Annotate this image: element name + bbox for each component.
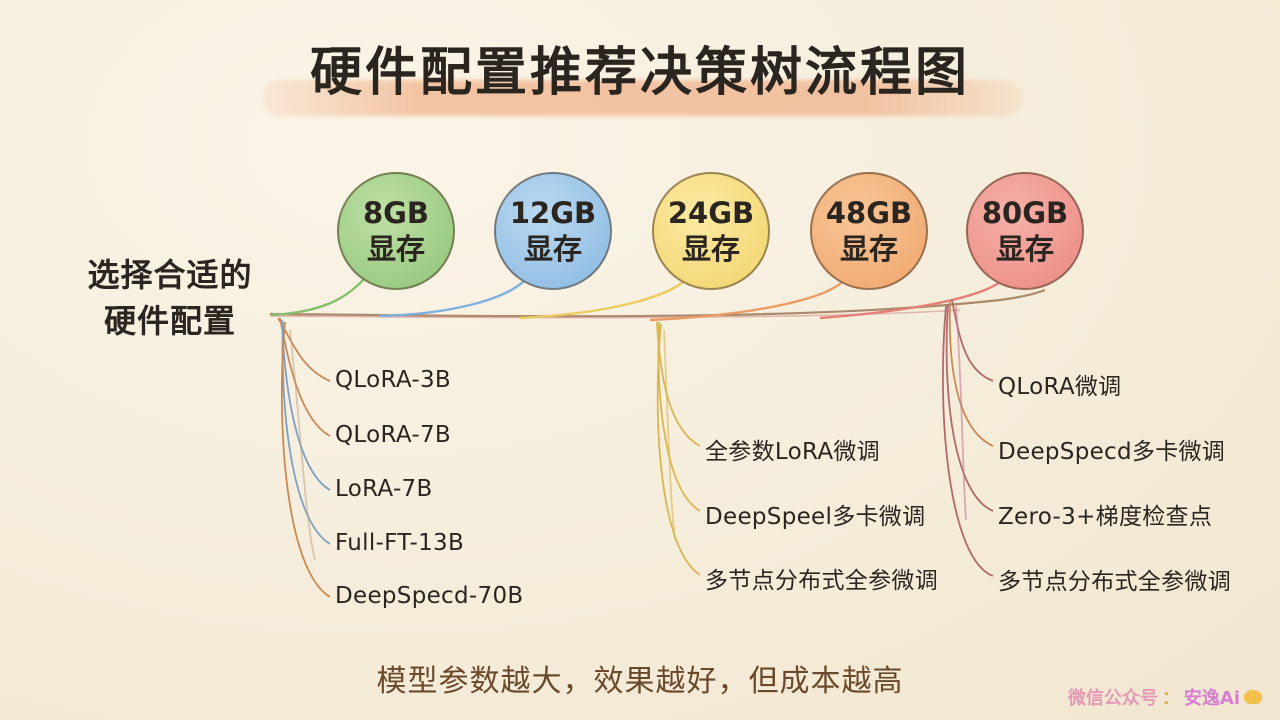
memory-size: 80GB <box>981 196 1069 230</box>
memory-size: 48GB <box>825 196 913 230</box>
leaf-deepspecd-multi-gpu: DeepSpecd多卡微调 <box>998 439 1226 465</box>
memory-node-48gb: 48GB 显存 <box>810 172 928 290</box>
page-title: 硬件配置推荐决策树流程图 <box>309 43 970 103</box>
leaf-full-ft-13b: Full-FT-13B <box>335 530 465 556</box>
memory-node-24gb: 24GB 显存 <box>652 172 770 290</box>
footer-note: 模型参数越大，效果越好，但成本越高 <box>376 664 904 699</box>
connector-80gb <box>819 281 1001 320</box>
memory-label: 显存 <box>995 232 1054 266</box>
leaf-full-lora: 全参数LoRA微调 <box>705 439 880 465</box>
title-highlight <box>262 80 1022 116</box>
connector-12gb <box>379 279 526 318</box>
connector-48gb <box>649 281 843 322</box>
memory-label: 显存 <box>523 232 582 266</box>
leaf-deepspeel-multi-gpu: DeepSpeel多卡微调 <box>705 504 926 530</box>
watermark-prefix: 微信公众号 <box>1067 688 1158 709</box>
memory-size: 12GB <box>509 196 597 230</box>
memory-size: 8GB <box>362 196 430 230</box>
duck-icon <box>1244 690 1262 704</box>
memory-label: 显存 <box>366 232 425 266</box>
watermark-separator: ： <box>1161 688 1180 709</box>
leaf-multi-node-full: 多节点分布式全参微调 <box>705 568 938 594</box>
watermark-brand: 安逸Ai <box>1183 688 1240 709</box>
root-label-line2: 硬件配置 <box>103 302 236 340</box>
connector-24gb <box>519 281 684 320</box>
leaf-qlora-3b: QLoRA-3B <box>335 367 451 393</box>
leaf-zero3-checkpoint: Zero-3+梯度检查点 <box>998 504 1213 530</box>
memory-size: 24GB <box>667 196 755 230</box>
leaf-qlora-7b: QLoRA-7B <box>335 422 451 448</box>
root-label-line1: 选择合适的 <box>87 256 253 294</box>
leaf-deepspecd-70b: DeepSpecd-70B <box>335 583 524 609</box>
left-branch-lines <box>277 317 331 598</box>
watermark: 微信公众号 ： 安逸Ai <box>1068 684 1262 710</box>
leaf-multi-node-full-right: 多节点分布式全参微调 <box>998 569 1231 595</box>
memory-node-80gb: 80GB 显存 <box>966 172 1084 290</box>
root-node: 选择合适的 硬件配置 <box>60 252 280 344</box>
right-branch-lines <box>942 299 994 577</box>
middle-branch-lines <box>656 321 701 576</box>
leaf-lora-7b: LoRA-7B <box>335 476 433 502</box>
memory-node-8gb: 8GB 显存 <box>337 172 455 290</box>
memory-node-12gb: 12GB 显存 <box>494 172 612 290</box>
memory-label: 显存 <box>681 232 740 266</box>
memory-label: 显存 <box>839 232 898 266</box>
connector-8gb <box>271 277 366 317</box>
leaf-qlora-finetune: QLoRA微调 <box>998 374 1122 400</box>
main-trunk-line <box>269 288 1046 318</box>
